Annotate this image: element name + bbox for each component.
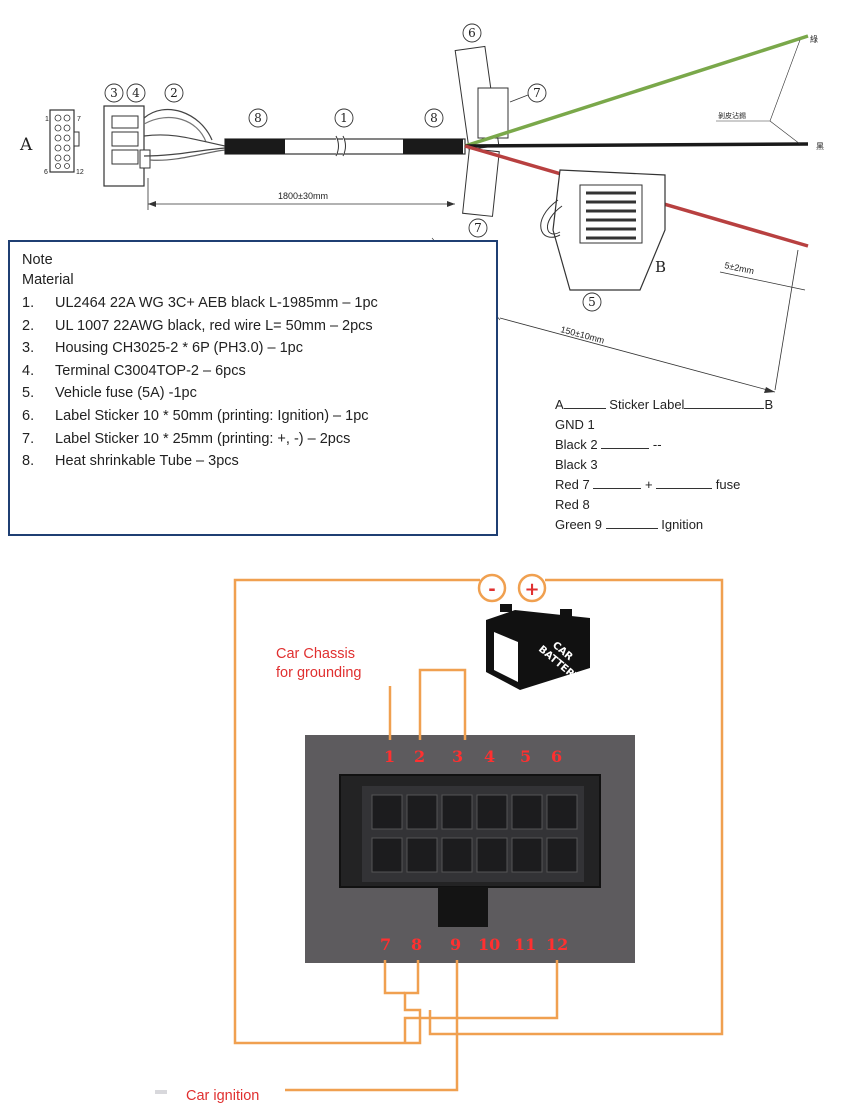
callout-7-top: 7 (533, 86, 541, 100)
callout-7-bottom: 7 (474, 221, 482, 235)
callout-2: 2 (170, 86, 178, 100)
callout-5: 5 (588, 295, 596, 309)
pin-label-12: 12 (76, 169, 84, 176)
battery-terminal-plus (517, 573, 547, 603)
pin-label-1: 1 (45, 116, 49, 123)
cjk-black: 黑 (816, 142, 824, 151)
pin-number: 10 (478, 935, 501, 954)
list-item: 6.Label Sticker 10 * 50mm (printing: Ign… (22, 407, 369, 424)
callout-1: 1 (340, 111, 348, 125)
pin-row: GND 1 (555, 417, 595, 432)
green-wire (464, 34, 809, 148)
connector-a (49, 109, 80, 173)
pin-number: 9 (450, 935, 462, 954)
battery-text-2: BATTERY (536, 644, 582, 685)
harness-drawing: A 1 7 6 12 1800±30mm 3 (19, 23, 824, 393)
plus-sign: + (524, 579, 539, 600)
minus-sign: - (488, 579, 495, 600)
list-item: 1.UL2464 22A WG 3C+ AEB black L-1985mm –… (22, 295, 378, 311)
pin-number: 8 (411, 935, 423, 954)
pin-number: 11 (514, 935, 537, 954)
list-item: 3.Housing CH3025-2 * 6P (PH3.0) – 1pc (22, 340, 303, 357)
pin-number: 7 (380, 935, 392, 954)
note-subtitle: Material (22, 272, 74, 288)
pin-number: 3 (452, 747, 464, 766)
pin-label-7: 7 (77, 116, 81, 123)
material-note: Note Material 1.UL2464 22A WG 3C+ AEB bl… (8, 240, 498, 536)
label-sticker-7-top (477, 87, 509, 139)
list-item: 4.Terminal C3004TOP-2 – 6pcs (22, 362, 246, 379)
pin-row: Red 8 (555, 497, 590, 512)
dim-branch: 150±10mm (559, 324, 605, 345)
pin-number: 5 (520, 747, 532, 766)
list-item: 8.Heat shrinkable Tube – 3pcs (22, 453, 239, 470)
main-cable (224, 135, 466, 157)
cjk-strip: 剝皮沾錫 (718, 111, 746, 120)
cjk-green: 綠 (810, 34, 818, 44)
battery-text-1: CAR (550, 640, 575, 663)
callout-4: 4 (132, 86, 140, 100)
pin-number: 1 (384, 747, 396, 766)
pin-number: 4 (484, 747, 496, 766)
list-item: 7.Label Sticker 10 * 25mm (printing: +, … (22, 430, 351, 447)
pin-number: 12 (546, 935, 569, 954)
pin-row: Black 3 (555, 457, 598, 472)
fuse-holder (540, 169, 666, 291)
callout-8-left: 8 (254, 111, 262, 125)
dim-main: 1800±30mm (278, 191, 328, 201)
end-b-label: B (655, 258, 666, 276)
pin-number: 2 (414, 747, 426, 766)
label-sticker-7-bottom (462, 148, 500, 217)
housing (103, 105, 151, 187)
black-wire (464, 142, 809, 148)
material-list: 1.UL2464 22A WG 3C+ AEB black L-1985mm –… (22, 292, 484, 473)
callout-8-right: 8 (430, 111, 438, 125)
note-title: Note (22, 252, 53, 268)
pin-row: Red 7 + fuse (555, 477, 741, 492)
ignition-label: Car ignition (186, 1088, 260, 1104)
pin-label-6: 6 (44, 169, 48, 176)
list-item: 5.Vehicle fuse (5A) -1pc (22, 385, 197, 402)
connector-photo (305, 735, 635, 963)
car-battery-icon: CAR BATTERY (486, 604, 590, 690)
list-item: 2.UL 1007 22AWG black, red wire L= 50mm … (22, 317, 373, 334)
battery-terminal-minus (477, 573, 507, 603)
chassis-label: Car Chassis for grounding (276, 646, 362, 681)
pin-row: Black 2 -- (555, 437, 662, 452)
callout-6: 6 (468, 26, 476, 40)
end-a-label: A (19, 135, 33, 155)
pin-row: Green 9 Ignition (555, 517, 704, 532)
callout-3: 3 (110, 86, 118, 100)
pin-number: 6 (551, 747, 563, 766)
